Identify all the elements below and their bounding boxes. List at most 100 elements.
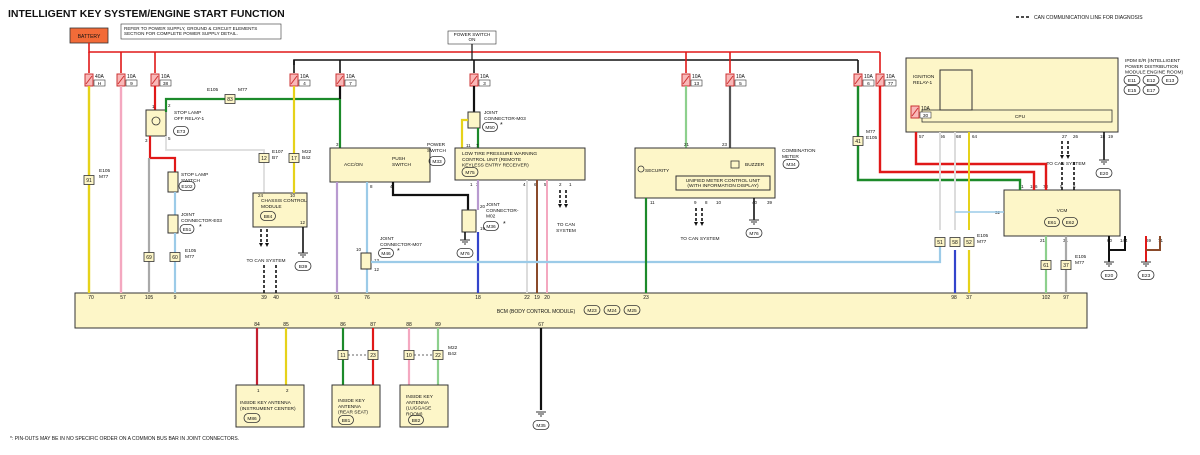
vcm-ground-0 (1100, 270, 1118, 280)
footnote: *: PIN-OUTS MAY BE IN NO SPECIFIC ORDER … (10, 436, 239, 442)
tag-e105-m77-c: M77 (977, 239, 987, 245)
chassis-pin-24: 24 (258, 193, 264, 198)
fuse-0-link (85, 75, 93, 85)
joint-e03-label: CONNECTOR-E03 (181, 218, 222, 224)
antenna3-conn (408, 415, 424, 425)
stop-lamp-relay-conn-label: E73 (177, 129, 186, 135)
unified-meter-label: (WITH INFORMATION DISPLAY) (687, 183, 759, 189)
meter-pin-21: 21 (684, 142, 690, 147)
fuse-2-num: 38 (163, 81, 169, 87)
power-switch-unit-label: SWITCH (427, 148, 446, 154)
fuse-1-amp: 10A (127, 74, 137, 80)
tag-m22-b42-b: M22 (448, 345, 458, 351)
meter-ground (745, 228, 763, 238)
fuse-7-link (726, 75, 734, 85)
chassis-conn-label: B84 (264, 214, 273, 220)
bcm-pin-84: 84 (254, 322, 260, 328)
meter-can-arrow-b (700, 222, 704, 226)
ipdm-conn-2 (1161, 75, 1179, 85)
ipdm-pin-66: 66 (940, 134, 946, 139)
ps-pin-4: 4 (390, 184, 393, 189)
antenna2-conn-label: B81 (342, 418, 351, 424)
joint-m02-ground (456, 248, 474, 258)
antenna3-conn-label: B82 (412, 418, 421, 424)
fuse-8-numbox (862, 79, 875, 87)
push-switch-label: PUSH (392, 156, 406, 162)
bcm-pin-37: 37 (966, 295, 972, 301)
chassis-can-arrow-a (259, 243, 263, 247)
ipdm-pin-26: 26 (1073, 134, 1079, 139)
tpms-to-can: TO CAN (557, 222, 576, 228)
joint-m02-conn-label: M36 (486, 224, 496, 230)
ignition-relay-box (939, 69, 973, 111)
ipdm-label: POWER DISTRIBUTION (1125, 64, 1179, 70)
fuse-1-numbox (125, 79, 138, 87)
fuse-9-numbox (884, 79, 897, 87)
ipdm-label: IPDM E/R (INTELLIGENT (1125, 58, 1180, 64)
chassis-pin-12: 12 (300, 220, 306, 225)
vcm-pin-11: 11 (1019, 184, 1024, 189)
joint-m07-conn (378, 248, 394, 258)
antenna2-label: (REAR SEAT) (338, 410, 368, 416)
joint-m07-asterisk: * (397, 248, 400, 255)
chassis-to-can: TO CAN SYSTEM (246, 258, 285, 264)
harness-pin-12 (258, 153, 270, 163)
tag-e105-m77-b: M77 (185, 254, 195, 260)
bcm-ground-label: M35 (536, 423, 546, 429)
ipdm-pin-64: 64 (972, 134, 978, 139)
harness-pin-61-label: 61 (1043, 263, 1049, 269)
fuse-7-numbox (734, 79, 747, 87)
joint-m07-conn-label: M46 (381, 251, 391, 257)
vcm-label: VCM (1057, 208, 1068, 214)
harness-pin-17-label: 17 (291, 156, 297, 162)
relay-pin-5: 5 (168, 136, 171, 141)
meter-to-can: TO CAN SYSTEM (680, 236, 719, 242)
tpms-pin-5: 5 (544, 182, 547, 187)
tag-e105-m77: M77 (99, 174, 109, 180)
fuse-9-num: 77 (888, 81, 894, 87)
antenna1-label: (INSTRUMENT CENTER) (240, 406, 296, 412)
joint-m02-label: M02 (486, 214, 496, 220)
joint-m02-asterisk: * (503, 221, 506, 228)
tpms-to-can: SYSTEM (556, 228, 576, 234)
unified-meter-label: UNIFIED METER CONTROL UNIT (686, 178, 761, 184)
ipdm-pin-57: 57 (919, 134, 925, 139)
antenna3-label: INSIDE KEY (406, 394, 434, 400)
joint-m02-conn (483, 221, 499, 231)
harness-pin-11-label: 11 (340, 353, 345, 359)
combination-meter-label: COMBINATION (782, 148, 816, 154)
bcm-pin-67: 67 (538, 322, 544, 328)
joint-e03-box (167, 214, 179, 234)
bcm-pin-102: 102 (1042, 295, 1051, 301)
antenna3-box (399, 384, 449, 428)
page-title: INTELLIGENT KEY SYSTEM/ENGINE START FUNC… (8, 8, 285, 20)
joint-m02-ground-label: M76 (460, 251, 470, 257)
ipdm-can-arrow-b (1066, 155, 1070, 159)
joint-m03-conn (482, 122, 498, 132)
tpms-pin-6: 6 (534, 182, 537, 187)
wire-lblue-bus (371, 242, 942, 264)
joint-m02-label: JOINT (486, 202, 500, 208)
relay-pin-2: 2 (168, 103, 171, 108)
fuse-7-num: 5 (739, 81, 742, 87)
combination-meter-label: METER (782, 154, 799, 160)
ipdm-ground (1095, 168, 1113, 178)
tag-e105-m77: E105 (99, 168, 111, 174)
harness-pin-52-label: 52 (966, 240, 972, 246)
fuse-5-numbox (478, 79, 491, 87)
fuse-6-amp: 10A (692, 74, 702, 80)
ipdm-conn-4-label: E17 (1147, 88, 1156, 94)
tpms-box (454, 147, 586, 181)
fuse-4-amp: 10A (346, 74, 356, 80)
refer-note: SECTION FOR COMPLETE POWER SUPPLY DETAIL… (124, 31, 238, 36)
fuse-6-link (682, 75, 690, 85)
joint-m03-conn-label: M50 (485, 125, 495, 131)
harness-pin-58-label: 58 (952, 240, 958, 246)
tag-m22-b42: M22 (302, 149, 312, 155)
tag-m77-e105: M77 (866, 129, 876, 135)
joint-e03-conn (179, 224, 195, 234)
m02-pin-20: 20 (480, 204, 486, 209)
power-switch-unit-label: POWER (427, 142, 446, 148)
